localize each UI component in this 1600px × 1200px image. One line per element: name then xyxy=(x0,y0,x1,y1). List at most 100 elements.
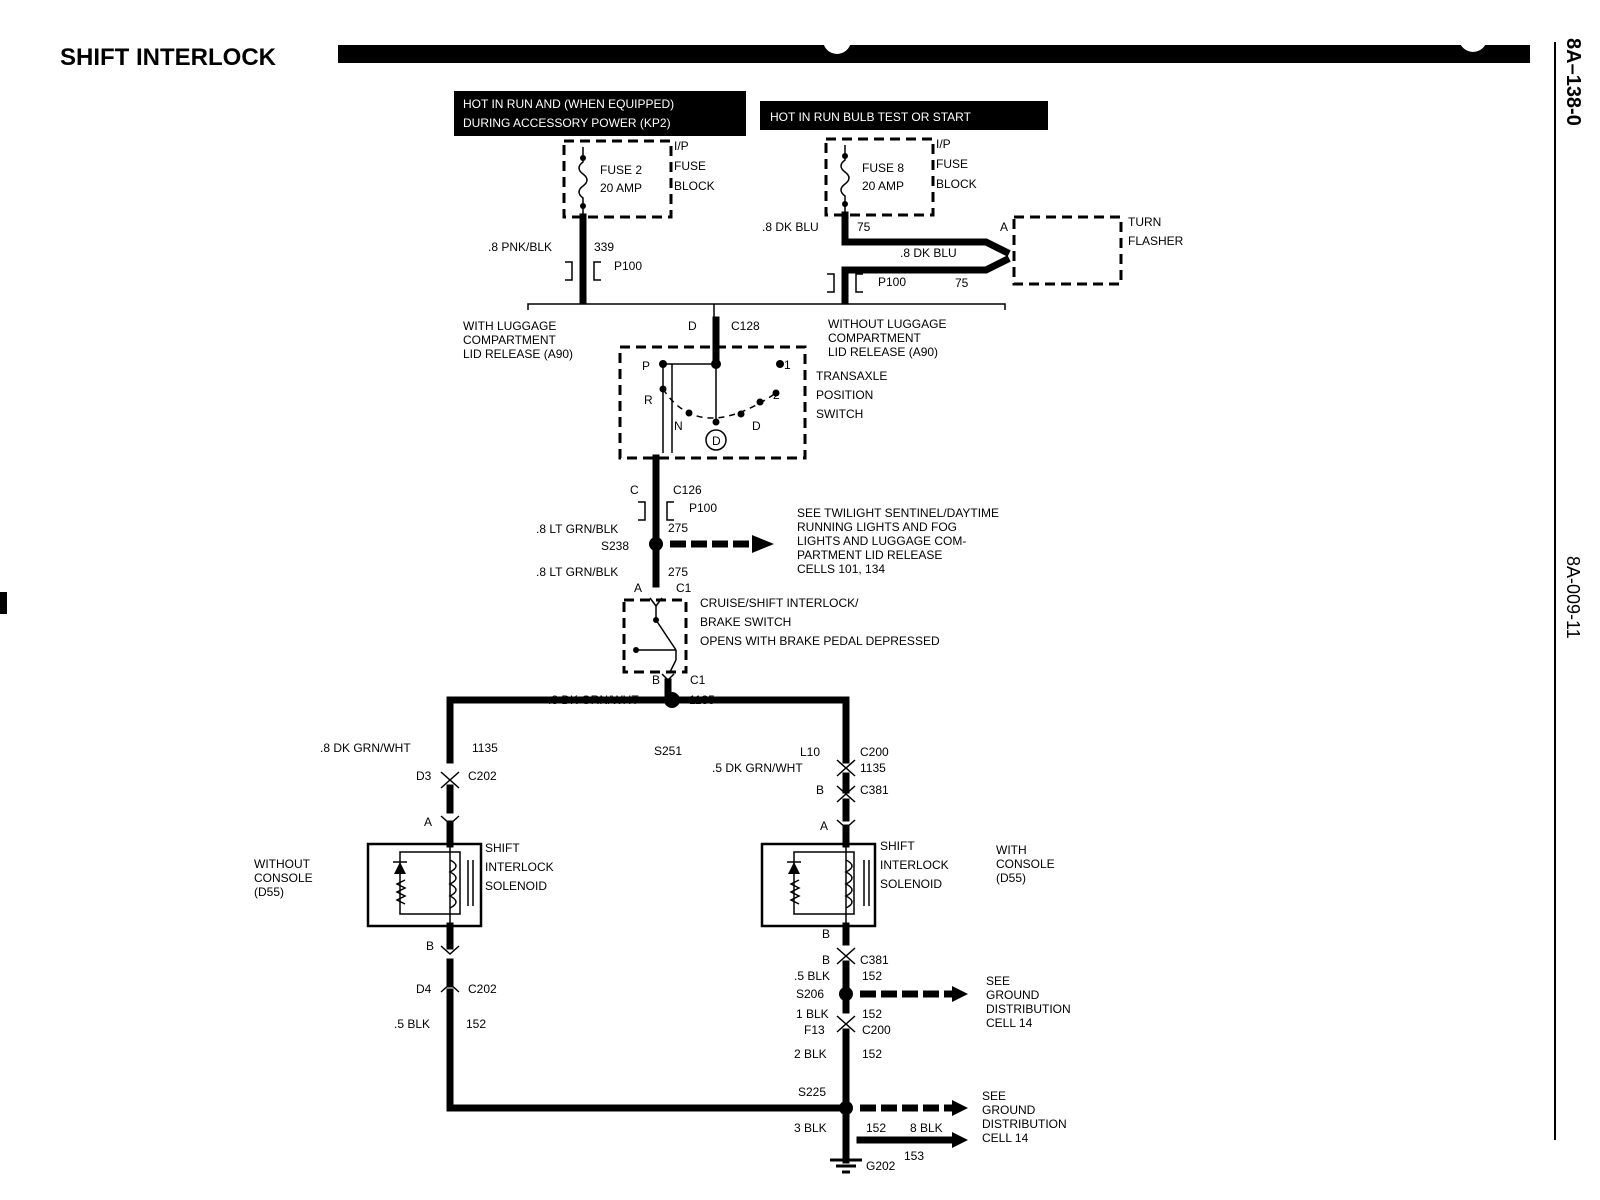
wire-275: C C126 P100 .8 LT GRN/BLK 275 S238 .8 LT… xyxy=(536,454,774,595)
svg-text:D: D xyxy=(712,434,721,448)
svg-text:SEE: SEE xyxy=(982,1089,1006,1103)
svg-text:PARTMENT LID RELEASE: PARTMENT LID RELEASE xyxy=(797,548,942,562)
svg-text:152: 152 xyxy=(862,1007,882,1021)
svg-text:C200: C200 xyxy=(860,745,889,759)
svg-text:C200: C200 xyxy=(862,1023,891,1037)
svg-text:P100: P100 xyxy=(689,501,717,515)
svg-text:339: 339 xyxy=(594,240,614,254)
svg-text:INTERLOCK: INTERLOCK xyxy=(880,858,949,872)
svg-text:C128: C128 xyxy=(731,319,760,333)
svg-text:P: P xyxy=(642,359,650,373)
svg-text:RUNNING LIGHTS AND FOG: RUNNING LIGHTS AND FOG xyxy=(797,520,957,534)
right-ground-wire: B B C381 .5 BLK 152 S206 1 BLK 152 F13 C… xyxy=(794,922,968,1112)
svg-text:D4: D4 xyxy=(416,982,432,996)
svg-text:FLASHER: FLASHER xyxy=(1128,234,1184,248)
margin-mark xyxy=(0,592,7,614)
svg-text:POSITION: POSITION xyxy=(816,388,873,402)
svg-text:S238: S238 xyxy=(601,539,629,553)
svg-text:CRUISE/SHIFT INTERLOCK/: CRUISE/SHIFT INTERLOCK/ xyxy=(700,596,859,610)
svg-text:3 BLK: 3 BLK xyxy=(794,1121,827,1135)
shift-interlock-solenoid-left: SHIFT INTERLOCK SOLENOID WITHOUT CONSOLE… xyxy=(254,841,554,928)
svg-text:BLOCK: BLOCK xyxy=(674,179,715,193)
svg-text:LID RELEASE (A90): LID RELEASE (A90) xyxy=(463,347,573,361)
svg-text:A: A xyxy=(634,581,642,595)
svg-text:C126: C126 xyxy=(673,483,702,497)
svg-text:B: B xyxy=(816,783,824,797)
svg-text:D: D xyxy=(752,419,761,433)
svg-text:CELL 14: CELL 14 xyxy=(986,1016,1033,1030)
svg-text:INTERLOCK: INTERLOCK xyxy=(485,860,554,874)
svg-text:1135: 1135 xyxy=(860,761,886,775)
svg-text:CELL 14: CELL 14 xyxy=(982,1131,1029,1145)
svg-text:152: 152 xyxy=(862,969,882,983)
svg-text:TURN: TURN xyxy=(1128,215,1161,229)
svg-text:C381: C381 xyxy=(860,783,889,797)
svg-text:SHIFT: SHIFT xyxy=(485,841,520,855)
svg-text:B: B xyxy=(652,673,660,687)
page-reference: 8A–138-0 xyxy=(1562,38,1584,126)
fuse-block-label-right: I/P FUSE BLOCK xyxy=(936,137,977,191)
svg-text:SWITCH: SWITCH xyxy=(816,407,863,421)
title-bar-notch xyxy=(823,26,851,54)
title-bar-notch xyxy=(1459,24,1487,52)
svg-text:C1: C1 xyxy=(690,673,706,687)
svg-text:CONSOLE: CONSOLE xyxy=(254,871,313,885)
svg-text:152: 152 xyxy=(862,1047,882,1061)
diagram-title: SHIFT INTERLOCK xyxy=(60,44,277,71)
svg-text:LID RELEASE (A90): LID RELEASE (A90) xyxy=(828,345,938,359)
svg-text:HOT IN RUN AND (WHEN EQUIPPED): HOT IN RUN AND (WHEN EQUIPPED) xyxy=(463,97,674,111)
svg-text:.8 DK GRN/WHT: .8 DK GRN/WHT xyxy=(320,741,411,755)
svg-text:G202: G202 xyxy=(866,1159,896,1173)
svg-text:DISTRIBUTION: DISTRIBUTION xyxy=(986,1002,1071,1016)
fuse-block-label-left: I/P FUSE BLOCK xyxy=(674,139,715,193)
svg-text:.5 BLK: .5 BLK xyxy=(794,969,830,983)
svg-text:B: B xyxy=(426,939,434,953)
svg-text:DURING ACCESSORY POWER (KP2): DURING ACCESSORY POWER (KP2) xyxy=(463,116,671,130)
option-bracket: WITH LUGGAGE COMPARTMENT LID RELEASE (A9… xyxy=(463,303,1006,361)
wire-75: .8 DK BLU 75 .8 DK BLU 75 P100 xyxy=(762,211,1011,304)
see-ground-distribution-lower: SEE GROUND DISTRIBUTION CELL 14 xyxy=(982,1089,1067,1145)
svg-text:L10: L10 xyxy=(800,745,820,759)
svg-text:B: B xyxy=(822,953,830,967)
svg-text:BRAKE SWITCH: BRAKE SWITCH xyxy=(700,615,791,629)
svg-text:S206: S206 xyxy=(796,987,824,1001)
svg-text:FUSE: FUSE xyxy=(674,159,706,173)
svg-text:DISTRIBUTION: DISTRIBUTION xyxy=(982,1117,1067,1131)
fuse-8: FUSE 8 20 AMP xyxy=(824,137,935,217)
title-bar xyxy=(338,45,1530,63)
svg-text:2: 2 xyxy=(773,388,780,402)
left-solenoid-branch: .8 DK GRN/WHT 1135 D3 C202 A xyxy=(320,741,498,848)
wire-339: .8 PNK/BLK 339 P100 xyxy=(488,213,642,304)
svg-text:.8 LT GRN/BLK: .8 LT GRN/BLK xyxy=(536,522,618,536)
svg-text:.5 BLK: .5 BLK xyxy=(394,1017,430,1031)
svg-text:SOLENOID: SOLENOID xyxy=(485,879,547,893)
svg-text:OPENS WITH BRAKE PEDAL DEPRESS: OPENS WITH BRAKE PEDAL DEPRESSED xyxy=(700,634,940,648)
svg-text:A: A xyxy=(820,819,828,833)
svg-text:A: A xyxy=(1000,220,1008,234)
svg-text:WITH LUGGAGE: WITH LUGGAGE xyxy=(463,319,556,333)
power-header-right: HOT IN RUN BULB TEST OR START xyxy=(760,101,1048,130)
svg-text:S251: S251 xyxy=(654,744,682,758)
wire-1135-trunk: B C1 .8 DK GRN/WHT 1135 S251 xyxy=(446,673,850,764)
svg-text:1 BLK: 1 BLK xyxy=(796,1007,829,1021)
svg-text:.8 DK BLU: .8 DK BLU xyxy=(900,246,957,260)
svg-text:R: R xyxy=(644,393,653,407)
svg-text:20 AMP: 20 AMP xyxy=(862,179,904,193)
turn-flasher: A TURN FLASHER xyxy=(1000,215,1184,286)
svg-text:N: N xyxy=(674,419,683,433)
transaxle-position-switch: D C128 P R N D 1 2 D TRANSAXLE POSITION … xyxy=(618,316,887,460)
svg-text:C381: C381 xyxy=(860,953,889,967)
svg-text:(D55): (D55) xyxy=(996,871,1026,885)
power-header-left: HOT IN RUN AND (WHEN EQUIPPED) DURING AC… xyxy=(454,91,746,136)
svg-text:A: A xyxy=(424,815,432,829)
right-solenoid-branch: L10 C200 .5 DK GRN/WHT 1135 B C381 A xyxy=(712,745,889,848)
svg-text:COMPARTMENT: COMPARTMENT xyxy=(828,331,922,345)
left-ground-wire: B D4 C202 .5 BLK 152 xyxy=(394,922,850,1112)
svg-text:P100: P100 xyxy=(614,259,642,273)
svg-text:20 AMP: 20 AMP xyxy=(600,181,642,195)
svg-text:FUSE: FUSE xyxy=(936,157,968,171)
svg-text:P100: P100 xyxy=(878,275,906,289)
svg-text:152: 152 xyxy=(866,1121,886,1135)
svg-text:F13: F13 xyxy=(804,1023,825,1037)
svg-text:C1: C1 xyxy=(676,581,692,595)
